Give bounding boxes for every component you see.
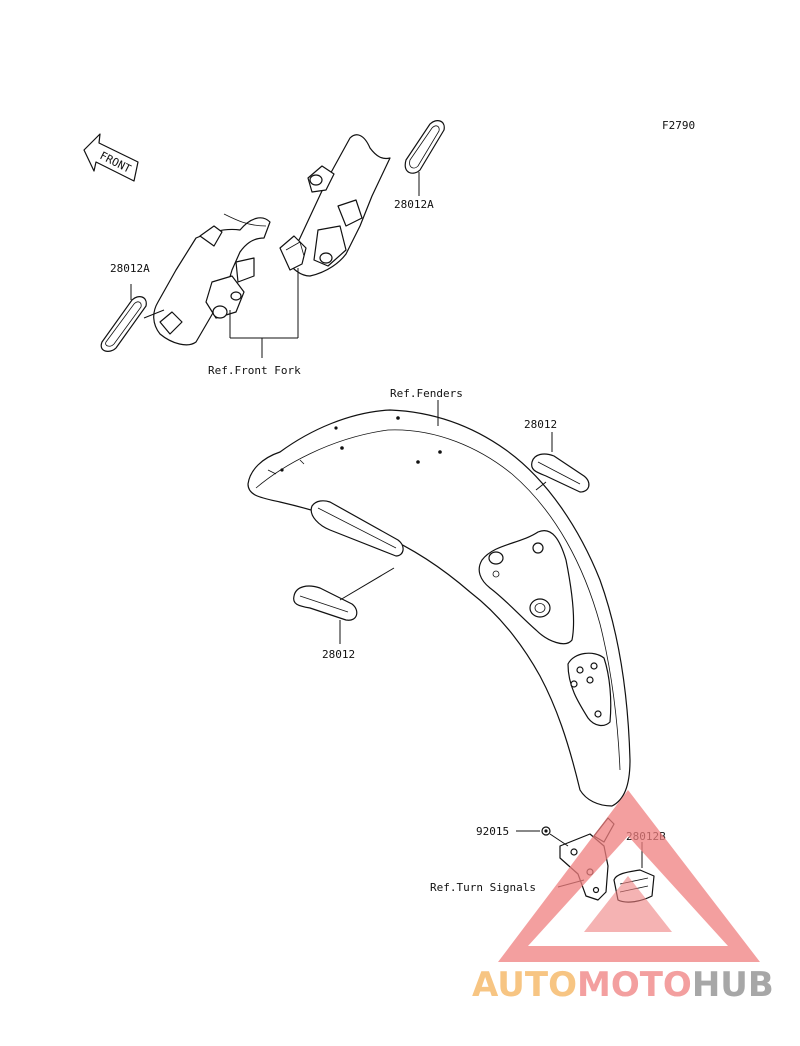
callout-28012A-right: 28012A: [394, 198, 434, 211]
callout-ref-turn-signals: Ref.Turn Signals: [430, 881, 536, 894]
callout-28012-upper: 28012: [524, 418, 557, 431]
callout-28012A-left: 28012A: [110, 262, 150, 275]
callout-28012-lower: 28012: [322, 648, 355, 661]
reflector-28012A-right: [404, 120, 445, 196]
front-fork-right-leg: [279, 134, 391, 277]
callout-92015: 92015: [476, 825, 509, 838]
callout-ref-front-fork: Ref.Front Fork: [208, 364, 301, 377]
nut-92015: [516, 826, 569, 847]
rear-fender: [247, 409, 631, 807]
automotohub-watermark: AUTOMOTOHUB: [472, 790, 774, 1005]
reflector-28012A-left: [100, 284, 165, 352]
reflector-28012-upper: [531, 432, 590, 493]
watermark-auto: AUTO: [472, 965, 577, 1005]
diagram-code: F2790: [662, 119, 695, 132]
svg-text:AUTOMOTOHUB: AUTOMOTOHUB: [472, 965, 774, 1005]
reflector-28012-lower: [293, 567, 395, 644]
front-arrow-icon: FRONT: [83, 133, 139, 182]
front-fork-left-leg: [153, 213, 271, 346]
front-fork-leader: [229, 268, 299, 358]
watermark-moto: MOTO: [577, 965, 692, 1005]
callout-ref-fenders: Ref.Fenders: [390, 387, 463, 400]
watermark-hub: HUB: [692, 965, 774, 1005]
watermark-triangle-icon: [498, 790, 760, 962]
